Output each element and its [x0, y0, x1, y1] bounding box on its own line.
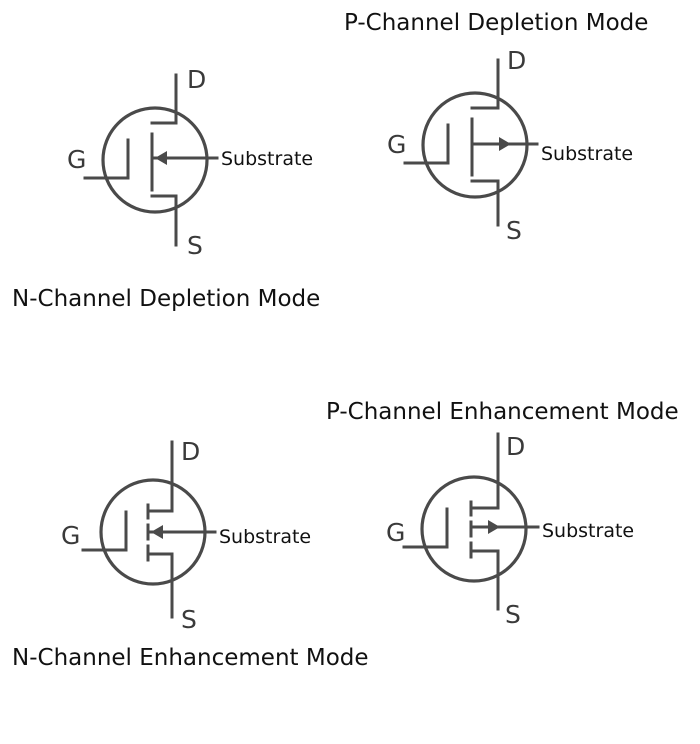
gate-label: G [387, 130, 406, 159]
drain-lead [146, 440, 174, 513]
drain-lead [469, 432, 500, 510]
drain-label: D [507, 46, 526, 75]
symbol-circle [101, 106, 209, 214]
source-lead [469, 549, 500, 611]
drain-label: D [506, 432, 525, 461]
gate-lead [403, 123, 450, 165]
substrate-label: Substrate [541, 143, 633, 165]
gate-lead [81, 510, 128, 552]
source-label: S [187, 231, 203, 260]
source-label: S [506, 216, 522, 245]
source-lead [470, 179, 500, 227]
symbol-circle [420, 475, 528, 583]
n-channel-enhancement-symbol: G D S Substrate [61, 437, 311, 634]
gate-label: G [386, 518, 405, 547]
n-channel-depletion-symbol: G D S Substrate [67, 65, 313, 260]
source-label: S [181, 605, 197, 634]
gate-label: G [67, 145, 86, 174]
gate-label: G [61, 521, 80, 550]
drain-lead [150, 73, 178, 125]
n-channel-enhancement-caption: N-Channel Enhancement Mode [12, 645, 369, 671]
substrate-arrow-in [151, 525, 163, 539]
source-lead [150, 194, 178, 247]
gate-lead [83, 138, 130, 180]
gate-lead [402, 507, 449, 549]
drain-label: D [187, 65, 206, 94]
substrate-arrow-in [155, 151, 167, 165]
drain-label: D [181, 437, 200, 466]
source-label: S [505, 600, 521, 629]
source-lead [146, 552, 174, 619]
p-channel-depletion-caption: P-Channel Depletion Mode [344, 10, 648, 36]
p-channel-enhancement-symbol: G D S Substrate [386, 432, 634, 629]
p-channel-enhancement-caption: P-Channel Enhancement Mode [326, 399, 679, 425]
substrate-label: Substrate [219, 526, 311, 548]
drain-lead [470, 58, 500, 110]
substrate-label: Substrate [542, 520, 634, 542]
p-channel-depletion-symbol: G D S Substrate [387, 46, 633, 245]
substrate-arrow-out [488, 520, 500, 534]
substrate-arrow-out [499, 137, 511, 151]
substrate-label: Substrate [221, 148, 313, 170]
n-channel-depletion-caption: N-Channel Depletion Mode [12, 286, 320, 312]
